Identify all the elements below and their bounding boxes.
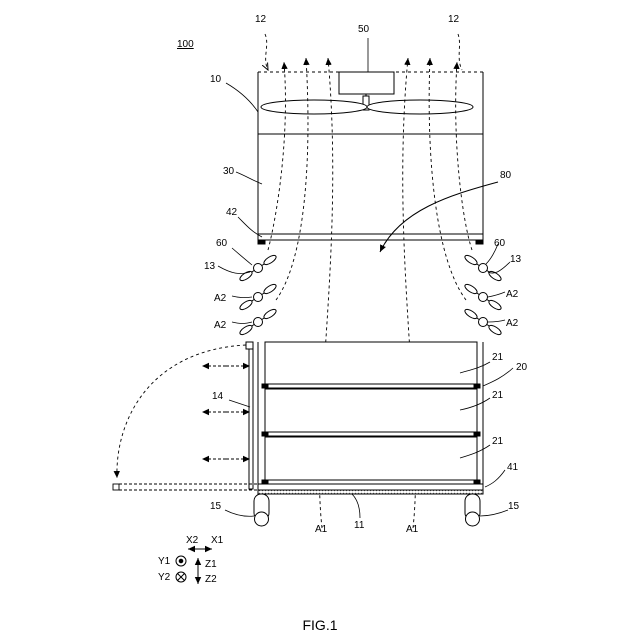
label-a2-right-2: A2 xyxy=(506,318,519,329)
axis-y-out-symbol xyxy=(176,556,186,566)
label-tray-3: 21 xyxy=(492,436,504,447)
label-exhaust-right: 12 xyxy=(448,14,460,25)
fan-unit xyxy=(261,72,473,114)
label-valve-right: 60 xyxy=(494,238,506,249)
label-valve-left: 60 xyxy=(216,238,228,249)
label-wheel-left: 15 xyxy=(210,501,222,512)
label-vent-left: 13 xyxy=(204,261,216,272)
axis-label-y1: Y1 xyxy=(158,556,171,567)
label-wheel-right: 15 xyxy=(508,501,520,512)
rack xyxy=(246,342,483,489)
valves-left xyxy=(238,254,277,337)
lateral-flow-arrows xyxy=(202,366,250,459)
label-door: 14 xyxy=(212,391,224,402)
label-lower-plate: 41 xyxy=(507,462,519,473)
axis-label-y2: Y2 xyxy=(158,572,171,583)
label-a1-left: A1 xyxy=(315,524,328,535)
label-duct: 80 xyxy=(500,170,512,181)
figure-caption: FIG.1 xyxy=(302,617,337,633)
lower-plate xyxy=(258,484,483,494)
valve-left-2 xyxy=(238,283,277,312)
label-fan: 50 xyxy=(358,24,370,35)
axis-legend: X2 X1 Y1 Y2 Z1 Z2 xyxy=(158,535,224,585)
axis-label-x1: X1 xyxy=(211,535,224,546)
valve-left-3 xyxy=(238,308,277,337)
upper-plate xyxy=(258,234,483,244)
label-filter: 11 xyxy=(354,520,365,531)
label-device: 100 xyxy=(177,39,194,50)
label-housing: 10 xyxy=(210,74,222,85)
label-rack: 20 xyxy=(516,362,528,373)
wheels xyxy=(254,494,480,526)
door-swing xyxy=(113,345,258,490)
label-a2-right-1: A2 xyxy=(506,289,519,300)
axis-label-x2: X2 xyxy=(186,535,199,546)
label-vent-right: 13 xyxy=(510,254,522,265)
axis-label-z1: Z1 xyxy=(205,559,217,570)
valve-right-2 xyxy=(463,283,502,312)
label-a1-right: A1 xyxy=(406,524,419,535)
label-upper-plate: 42 xyxy=(226,207,238,218)
label-a2-left-2: A2 xyxy=(214,320,227,331)
valve-left-1 xyxy=(238,254,277,283)
label-tray-2: 21 xyxy=(492,390,504,401)
label-a2-left-1: A2 xyxy=(214,293,227,304)
label-upper-unit: 30 xyxy=(223,166,235,177)
axis-label-z2: Z2 xyxy=(205,574,217,585)
valve-right-3 xyxy=(463,308,502,337)
valve-right-1 xyxy=(463,254,502,283)
label-tray-1: 21 xyxy=(492,352,504,363)
label-exhaust-left: 12 xyxy=(255,14,267,25)
axis-y-in-symbol xyxy=(176,572,186,582)
upper-unit xyxy=(258,134,483,234)
